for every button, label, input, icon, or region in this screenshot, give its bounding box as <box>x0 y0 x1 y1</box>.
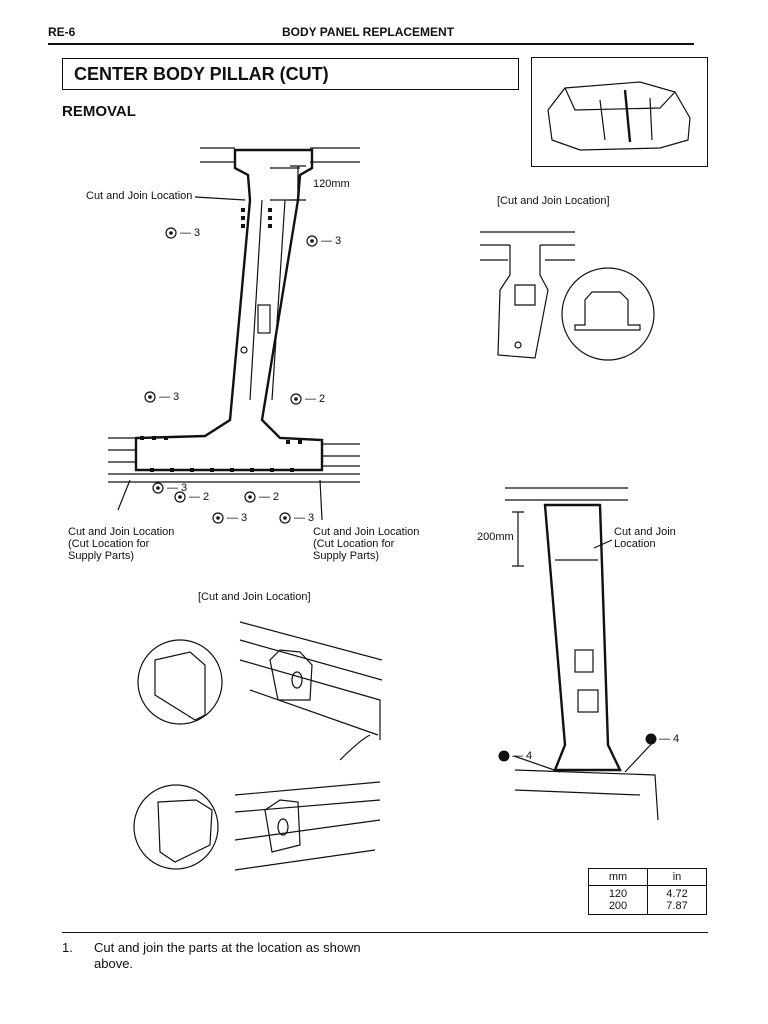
weld-mark-2-b: — 2 <box>189 491 210 503</box>
section-title: BODY PANEL REPLACEMENT <box>282 25 455 39</box>
weld-mark-2-c: — 2 <box>259 491 280 503</box>
lower-joint-details <box>133 621 383 871</box>
vehicle-thumbnail-frame <box>531 57 708 167</box>
weld-mark-3-b: — 3 <box>321 235 342 247</box>
page-id: RE-6 <box>48 25 76 39</box>
lower-pillar-drawing <box>505 487 659 821</box>
table-header-mm: mm <box>588 868 648 886</box>
step-number: 1. <box>62 940 73 955</box>
table-cell-mm: 120 200 <box>588 885 648 915</box>
upper-joint-detail <box>480 231 655 361</box>
weld-mark-2-a: — 2 <box>305 393 326 405</box>
unit-conversion-table: mm in 120 200 4.72 7.87 <box>588 868 707 915</box>
cut-join-bracket-label-upper: [Cut and Join Location] <box>497 195 610 207</box>
cut-join-label-top: Cut and Join Location <box>86 190 193 202</box>
weld-mark-3-e: — 3 <box>227 512 248 524</box>
weld-mark-3-c: — 3 <box>159 391 180 403</box>
footer-rule <box>62 932 708 933</box>
weld-mark-4-a: — 4 <box>512 750 533 762</box>
center-pillar-main-drawing <box>108 147 360 521</box>
header-rule <box>48 43 694 45</box>
table-header-in: in <box>647 868 707 886</box>
weld-mark-3-f: — 3 <box>294 512 315 524</box>
table-cell-in: 4.72 7.87 <box>647 885 707 915</box>
step-text: Cut and join the parts at the location a… <box>94 940 361 971</box>
cut-join-supply-label-right: Cut and Join Location (Cut Location for … <box>313 526 420 562</box>
section-heading: REMOVAL <box>62 103 136 120</box>
cut-join-supply-label-left: Cut and Join Location (Cut Location for … <box>68 526 175 562</box>
vehicle-body-icon <box>547 81 691 151</box>
weld-mark-3-a: — 3 <box>180 227 201 239</box>
cut-join-bracket-label-lower: [Cut and Join Location] <box>198 591 311 603</box>
dimension-200mm: 200mm <box>477 531 514 543</box>
title-box <box>62 58 519 90</box>
dimension-120mm: 120mm <box>313 178 350 190</box>
weld-mark-4-b: — 4 <box>659 733 680 745</box>
weld-mark-3-d: — 3 <box>167 482 188 494</box>
cut-join-label-right: Cut and Join Location <box>614 526 676 550</box>
page-title: CENTER BODY PILLAR (CUT) <box>74 64 329 84</box>
